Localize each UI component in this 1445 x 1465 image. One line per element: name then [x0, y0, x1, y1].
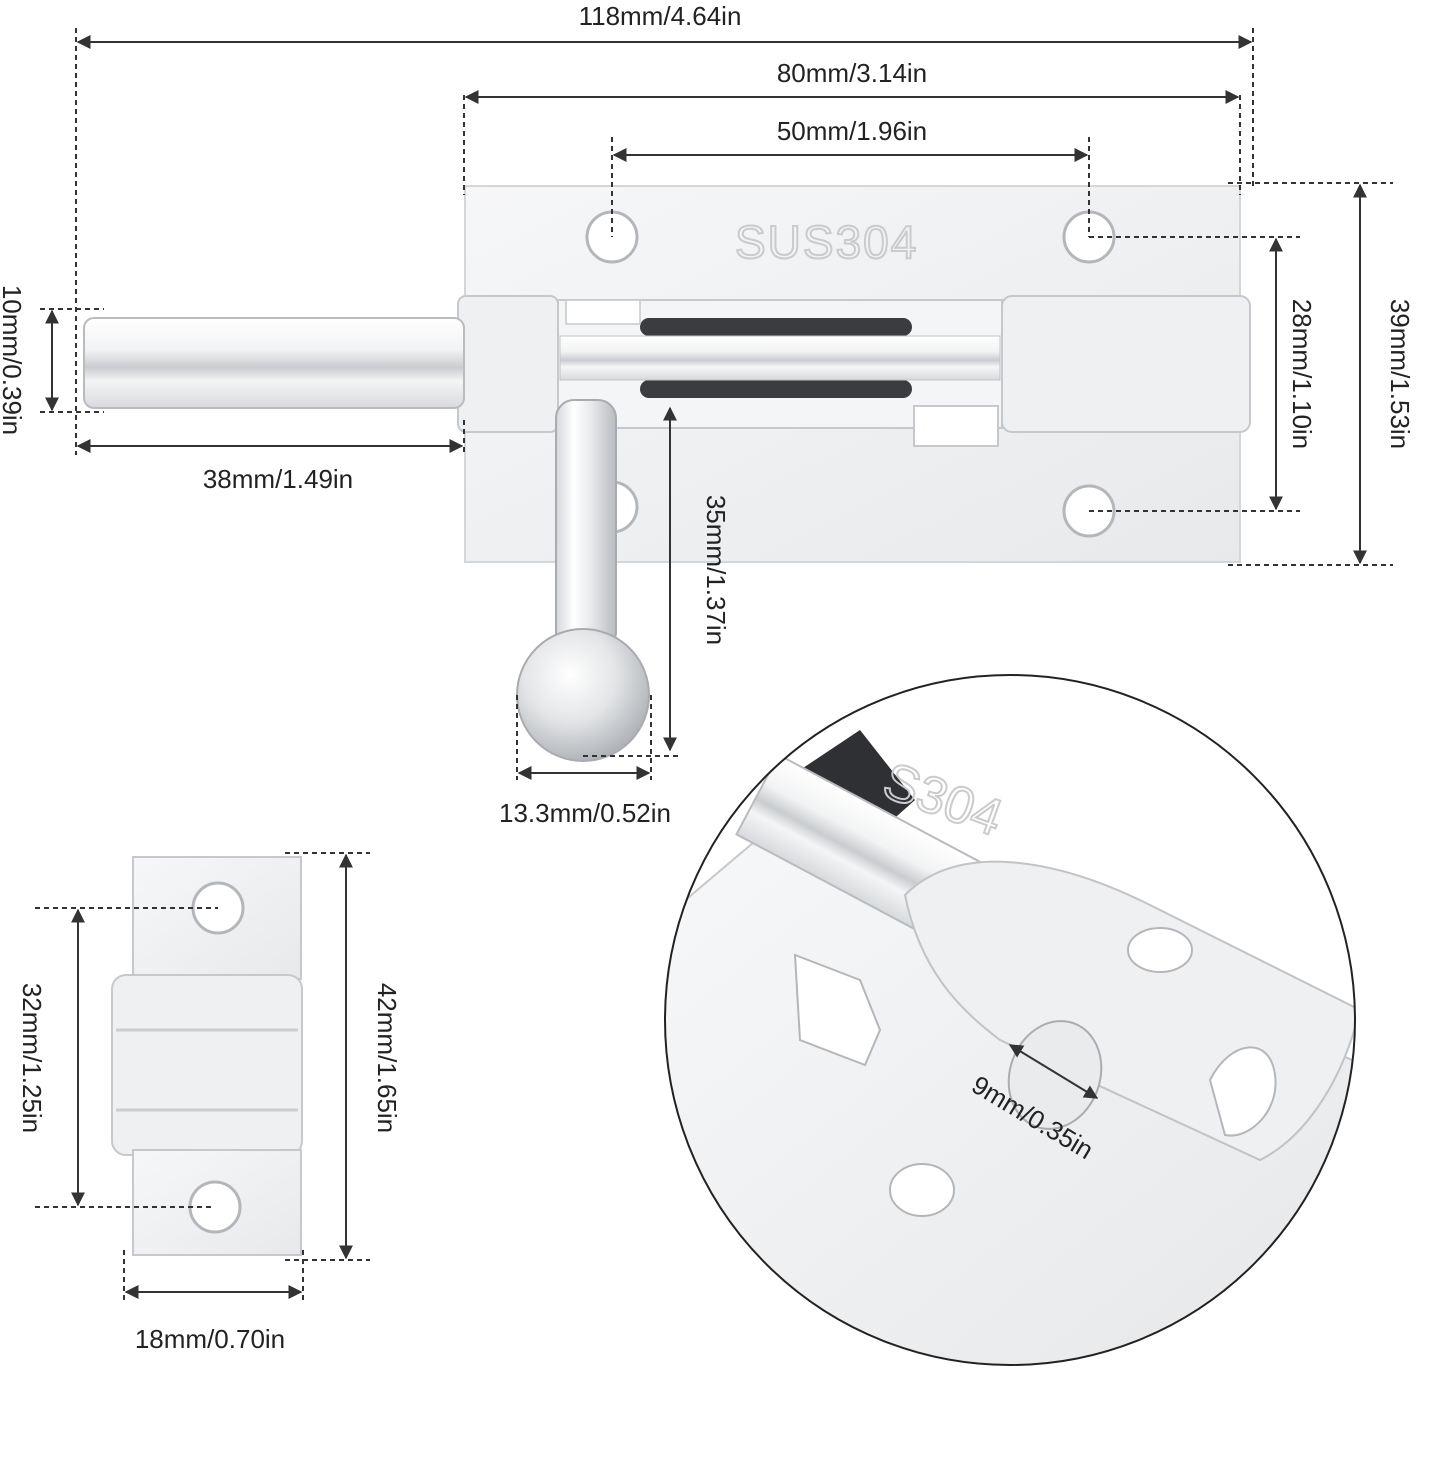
dim-knob-diameter: 13.3mm/0.52in: [499, 798, 671, 828]
zoom-hole: [1127, 927, 1193, 973]
bolt-rod: [83, 317, 465, 409]
keeper-tab-bottom: [132, 1149, 302, 1256]
zoom-hole: [889, 1163, 955, 1217]
bolt-assembly: SUS304: [83, 185, 1251, 762]
dim-hole-spacing: 50mm/1.96in: [777, 116, 927, 146]
barrel-sleeve-right: [1001, 295, 1251, 433]
dimension-lines: [35, 28, 1393, 1302]
dim-keeper-height: 42mm/1.65in: [372, 983, 402, 1133]
dim-plate-hole-spacing: 28mm/1.10in: [1287, 299, 1317, 449]
keeper-part: [111, 856, 303, 1256]
dim-overall-length: 118mm/4.64in: [579, 1, 742, 31]
bolt-slot: [640, 380, 912, 398]
bolt-slot: [640, 318, 912, 336]
bolt-handle: [555, 399, 617, 651]
keeper-barrel: [111, 974, 303, 1156]
zoom-detail: S304: [664, 674, 1356, 1366]
dim-plate-length: 80mm/3.14in: [777, 58, 927, 88]
barrel-sleeve-left: [457, 295, 559, 433]
plate-slot: [565, 299, 641, 325]
zoom-circle-border: [664, 674, 1356, 1366]
dim-keeper-hole-spacing: 32mm/1.25in: [17, 983, 47, 1133]
dim-bolt-extension: 38mm/1.49in: [203, 464, 353, 494]
zoom-slot-cut: [1208, 1046, 1277, 1137]
dim-keeper-width: 18mm/0.70in: [135, 1324, 285, 1354]
dim-plate-height: 39mm/1.53in: [1385, 299, 1415, 449]
plate-slot: [913, 405, 999, 447]
dimension-labels: 118mm/4.64in 80mm/3.14in 50mm/1.96in 10m…: [0, 1, 1415, 1354]
dim-bolt-diameter: 10mm/0.39in: [0, 285, 27, 435]
engraving-sus304: SUS304: [735, 216, 918, 268]
bolt-knob: [516, 628, 650, 762]
zoom-notch: [793, 953, 882, 1067]
dim-handle-length: 35mm/1.37in: [701, 495, 731, 645]
bolt-rod-inner: [559, 335, 1001, 381]
